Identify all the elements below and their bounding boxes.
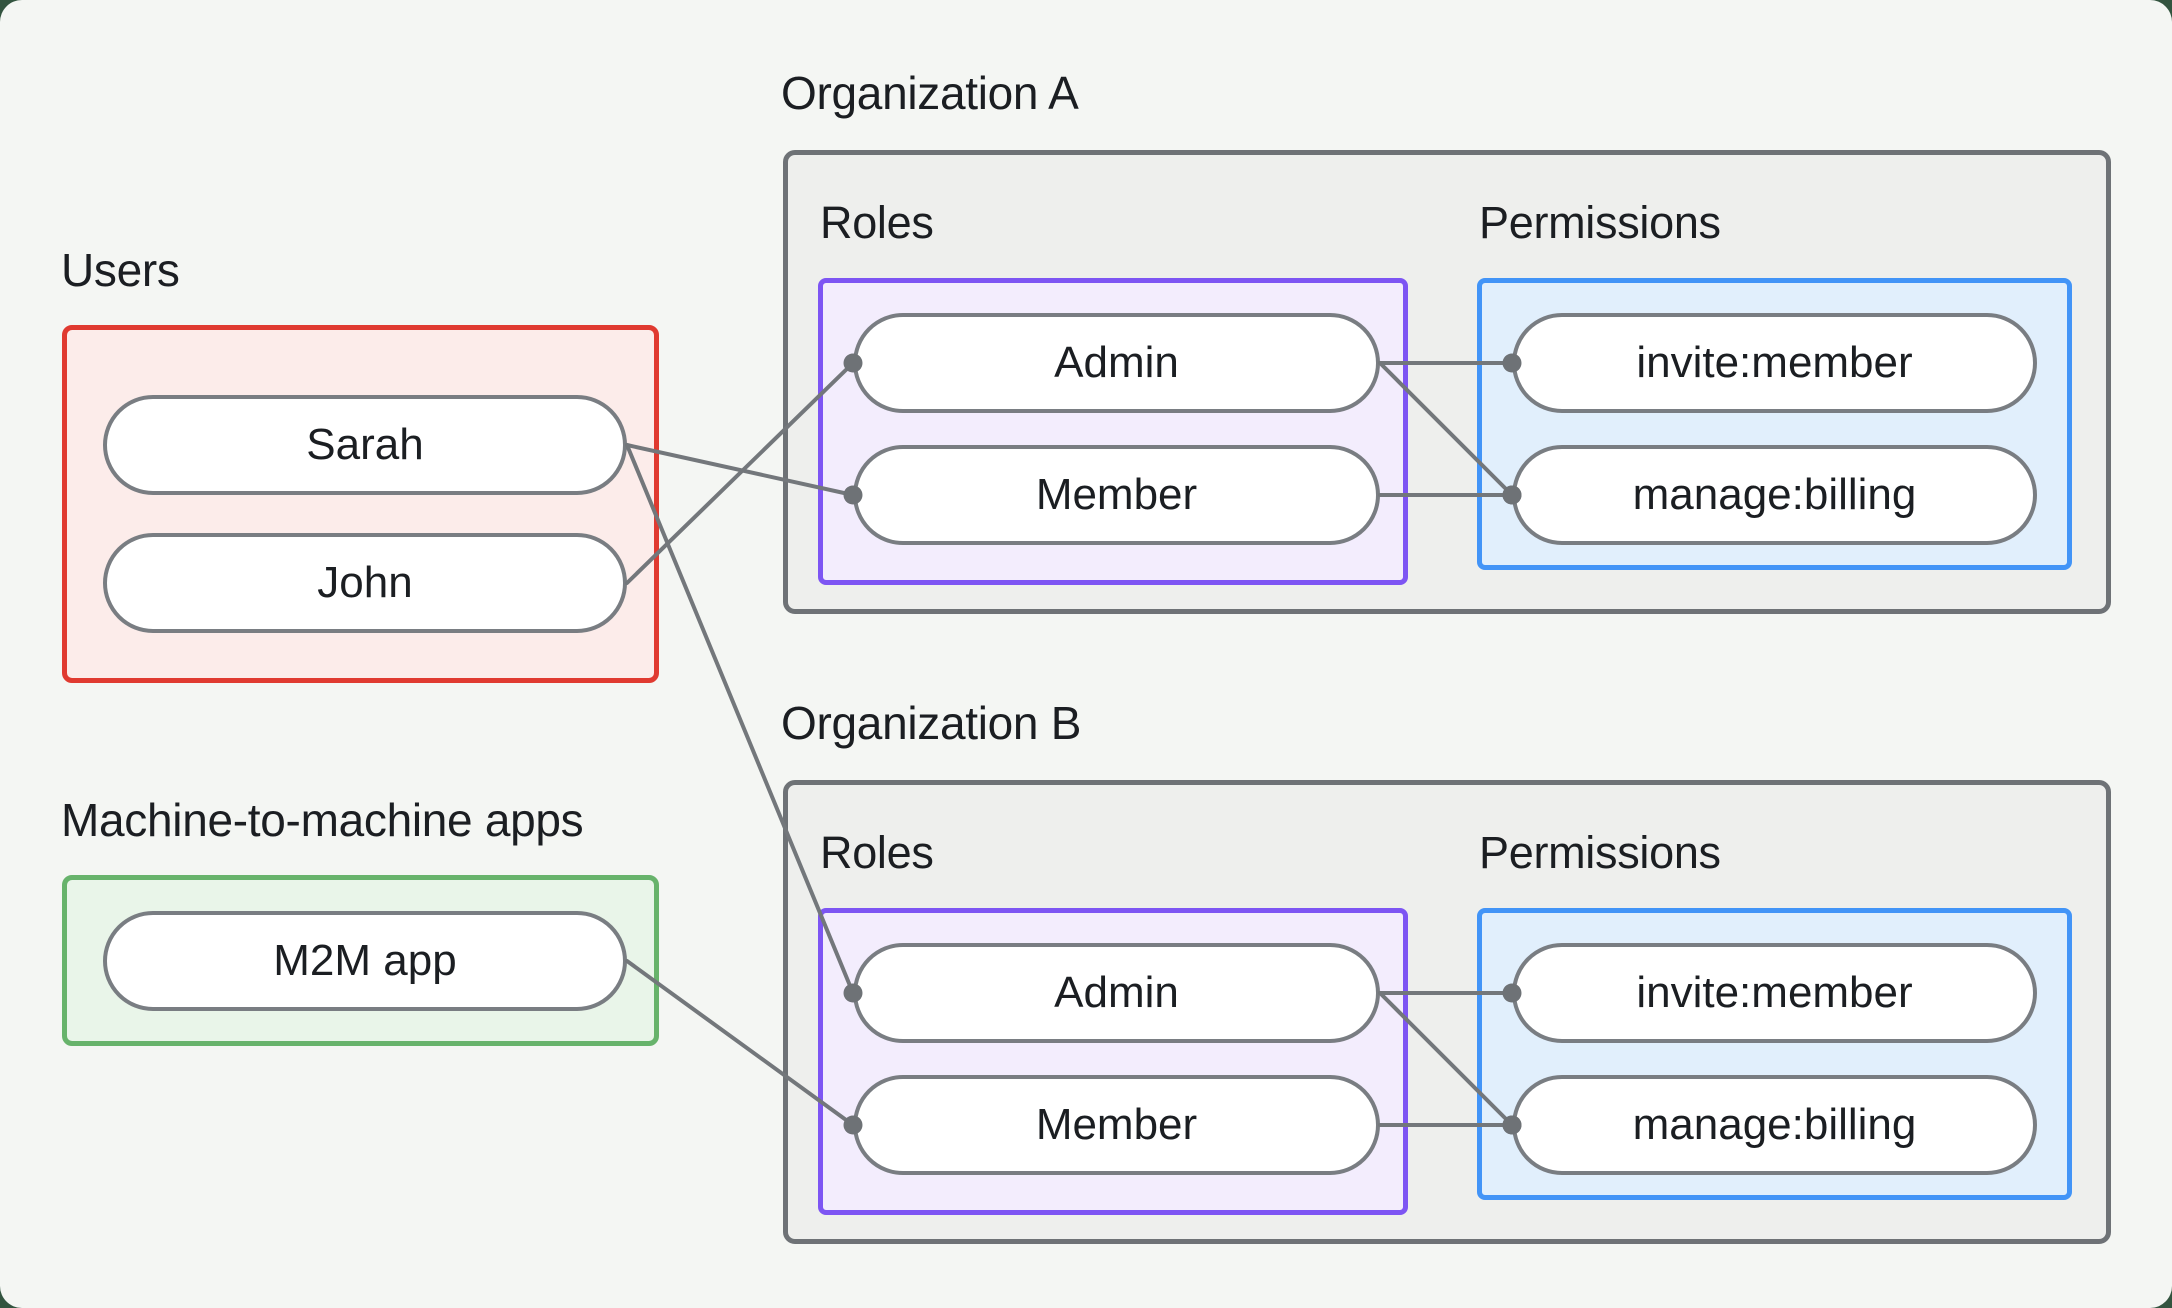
org-b-title: Organization B [781, 697, 1082, 749]
org-b-perm-manage-billing-node: manage:billing [1512, 1075, 2037, 1175]
org-a-perm-invite-member-node: invite:member [1512, 313, 2037, 413]
role-node-label: Member [1035, 470, 1198, 519]
user-node-label: Sarah [306, 420, 424, 469]
user-node-sarah: Sarah [103, 395, 627, 495]
permission-node-label: invite:member [1636, 968, 1913, 1017]
org-a-role-admin-node: Admin [853, 313, 1380, 413]
users-group-box: Sarah John [62, 325, 659, 683]
org-b-roles-label: Roles [820, 827, 934, 878]
org-a-title: Organization A [781, 67, 1079, 119]
org-b-permissions-label: Permissions [1479, 827, 1721, 878]
org-a-roles-panel: Admin Member [818, 278, 1408, 585]
org-b-role-admin-node: Admin [853, 943, 1380, 1043]
users-section-label: Users [61, 244, 180, 296]
permission-node-label: manage:billing [1632, 1100, 1917, 1149]
org-b-permissions-panel: invite:member manage:billing [1477, 908, 2072, 1200]
org-b-roles-panel: Admin Member [818, 908, 1408, 1215]
permission-node-label: manage:billing [1632, 470, 1917, 519]
user-node-label: John [317, 558, 413, 607]
org-a-roles-label: Roles [820, 197, 934, 248]
role-node-label: Admin [1054, 968, 1179, 1017]
org-a-perm-manage-billing-node: manage:billing [1512, 445, 2037, 545]
org-b-role-member-node: Member [853, 1075, 1380, 1175]
m2m-app-node: M2M app [103, 911, 627, 1011]
m2m-group-box: M2M app [62, 875, 659, 1046]
permission-node-label: invite:member [1636, 338, 1913, 387]
user-node-john: John [103, 533, 627, 633]
org-a-permissions-panel: invite:member manage:billing [1477, 278, 2072, 570]
role-node-label: Admin [1054, 338, 1179, 387]
org-a-box: Roles Admin Member Permissions invite:me… [783, 150, 2111, 614]
m2m-section-label: Machine-to-machine apps [61, 794, 584, 846]
org-b-perm-invite-member-node: invite:member [1512, 943, 2037, 1043]
org-a-role-member-node: Member [853, 445, 1380, 545]
role-node-label: Member [1035, 1100, 1198, 1149]
m2m-app-node-label: M2M app [273, 936, 457, 985]
org-b-box: Roles Admin Member Permissions invite:me… [783, 780, 2111, 1244]
org-a-permissions-label: Permissions [1479, 197, 1721, 248]
